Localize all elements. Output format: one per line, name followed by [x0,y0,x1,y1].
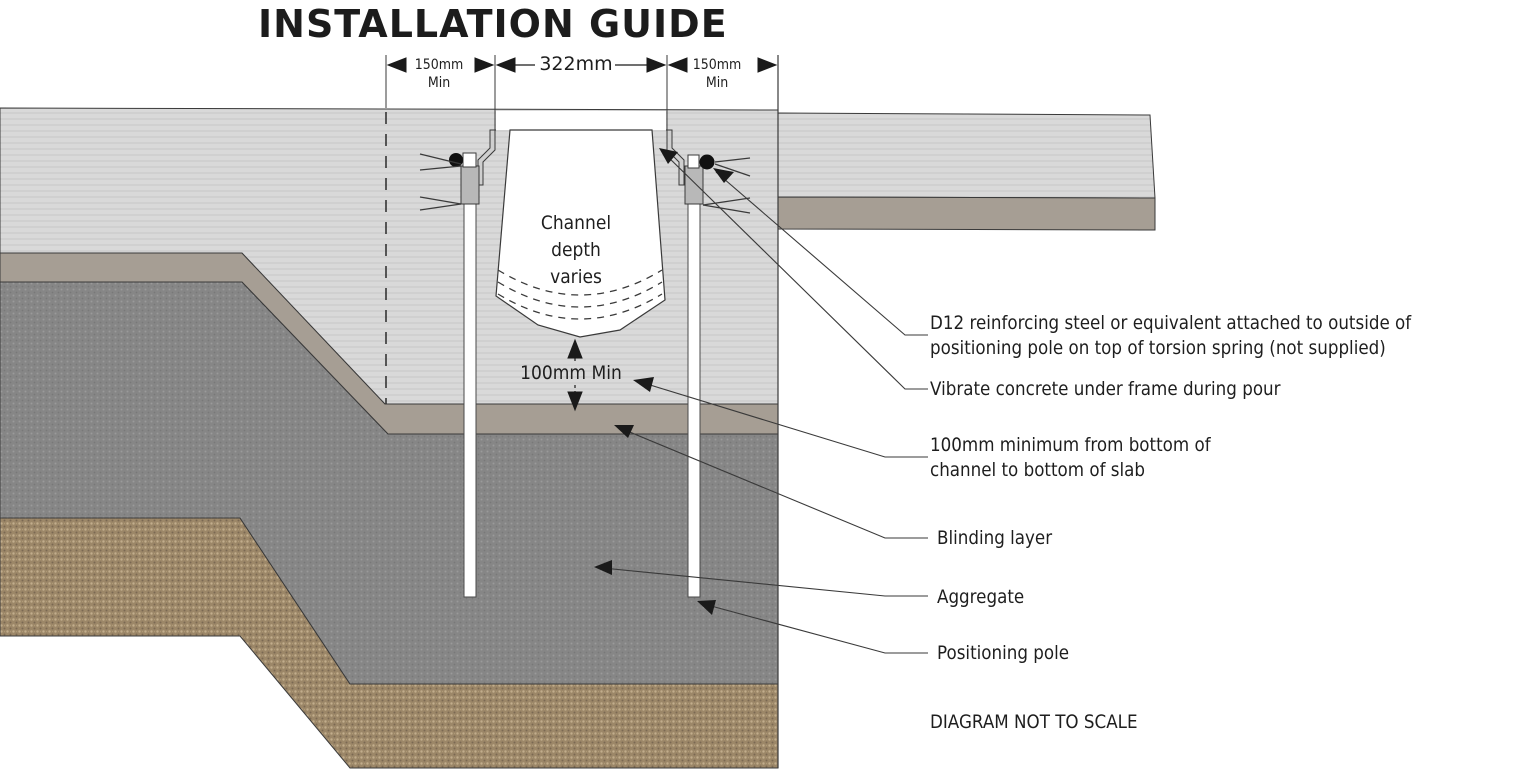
adjacent-slab-blinding [777,196,1156,231]
positioning-pole-left [463,171,477,598]
reinforcing-bar-right [699,154,715,170]
channel-label-line: Channel [540,212,612,234]
callout-vibrate-concrete: Vibrate concrete under frame during pour [930,377,1281,402]
channel-body [495,129,666,338]
anchor-lugs-right [702,157,751,214]
channel-width-dimension: 322mm [539,53,613,75]
leader-arrowheads [594,148,734,615]
anchor-lugs-left [419,153,462,211]
callout-line: Aggregate [937,586,1025,608]
torsion-spring-left [460,165,480,205]
left-clearance-value: 150mm [414,57,464,73]
below-channel-dimension: 100mm Min [520,362,622,384]
right-clearance-value: 150mm [692,57,742,73]
callout-line: Blinding layer [937,527,1053,549]
callout-blinding-layer: Blinding layer [937,526,1052,551]
right-clearance-qualifier: Min [705,75,729,91]
callout-line: positioning pole on top of torsion sprin… [930,337,1386,359]
left-clearance-qualifier: Min [427,75,451,91]
channel-depth-label: Channel depth varies [527,210,626,291]
callout-line: channel to bottom of slab [930,459,1146,481]
callout-aggregate: Aggregate [937,585,1024,610]
positioning-pole-right [687,171,701,598]
adjacent-slab [777,112,1156,199]
callout-reinforcing-steel: D12 reinforcing steel or equivalent atta… [930,311,1411,361]
callout-line: Positioning pole [937,642,1070,664]
callout-line: D12 reinforcing steel or equivalent atta… [930,312,1412,334]
right-clearance-dimension: 150mm Min [689,56,745,92]
depth-dimension-arrow [567,338,583,412]
page-title: INSTALLATION GUIDE [258,2,728,46]
dimension-arrows [386,57,778,73]
grate-opening [496,111,666,130]
channel-label-line: depth [551,239,601,261]
callout-minimum-depth: 100mm minimum from bottom of channel to … [930,433,1211,483]
torsion-spring-right [684,165,704,205]
scale-disclaimer: DIAGRAM NOT TO SCALE [930,711,1138,733]
channel-label-line: varies [550,266,602,288]
callout-positioning-pole: Positioning pole [937,641,1069,666]
reinforcing-bar-left [449,153,463,167]
leader-lines [602,151,928,654]
callout-line: Vibrate concrete under frame during pour [930,378,1281,400]
callout-line: 100mm minimum from bottom of [930,434,1211,456]
left-clearance-dimension: 150mm Min [411,56,467,92]
